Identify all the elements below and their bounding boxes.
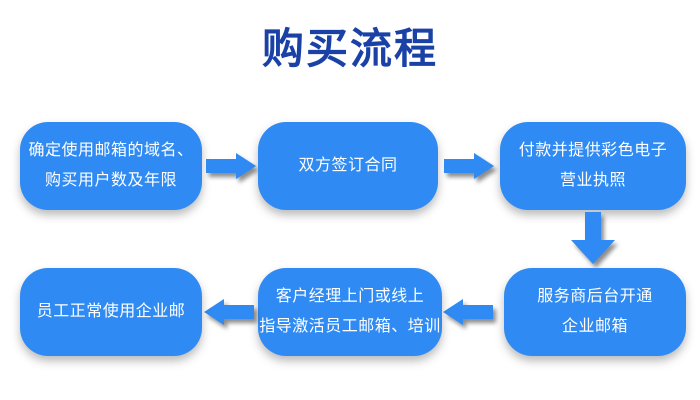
- step-text-line: 企业邮箱: [561, 318, 628, 335]
- flow-step-usage: 员工正常使用企业邮: [20, 268, 202, 356]
- step-text-line: 服务商后台开通: [537, 288, 653, 305]
- arrow-shaft: [206, 159, 237, 173]
- arrow-head: [474, 153, 494, 179]
- step-text-line: 指导激活员工邮箱、培训: [259, 318, 441, 335]
- arrow-head: [204, 299, 224, 325]
- arrow-left-icon: [443, 292, 493, 332]
- step-text-line: 双方签订合同: [298, 157, 398, 174]
- flow-step-domain: 确定使用邮箱的域名、 购买用户数及年限: [20, 122, 202, 210]
- page-title: 购买流程: [261, 25, 438, 72]
- arrow-head: [443, 299, 463, 325]
- arrow-shaft: [462, 305, 493, 319]
- flow-step-provision: 服务商后台开通 企业邮箱: [504, 268, 686, 356]
- step-text-line: 购买用户数及年限: [44, 172, 177, 189]
- step-text-line: 确定使用邮箱的域名、: [28, 142, 194, 159]
- arrow-left-icon: [204, 292, 254, 332]
- flow-step-payment: 付款并提供彩色电子 营业执照: [500, 122, 686, 210]
- arrow-right-icon: [444, 146, 494, 186]
- arrow-shaft: [585, 212, 601, 241]
- step-text-line: 付款并提供彩色电子: [518, 142, 668, 159]
- arrow-head: [236, 153, 256, 179]
- flow-step-contract: 双方签订合同: [258, 122, 438, 210]
- step-text-line: 员工正常使用企业邮: [36, 303, 186, 320]
- arrow-right-icon: [206, 146, 256, 186]
- step-text-line: 营业执照: [559, 172, 626, 189]
- flow-step-training: 客户经理上门或线上 指导激活员工邮箱、培训: [258, 268, 442, 356]
- arrow-shaft: [444, 159, 475, 173]
- step-text-line: 客户经理上门或线上: [275, 288, 425, 305]
- arrow-shaft: [223, 305, 254, 319]
- arrow-down-icon: [571, 212, 615, 264]
- arrow-head: [571, 240, 615, 264]
